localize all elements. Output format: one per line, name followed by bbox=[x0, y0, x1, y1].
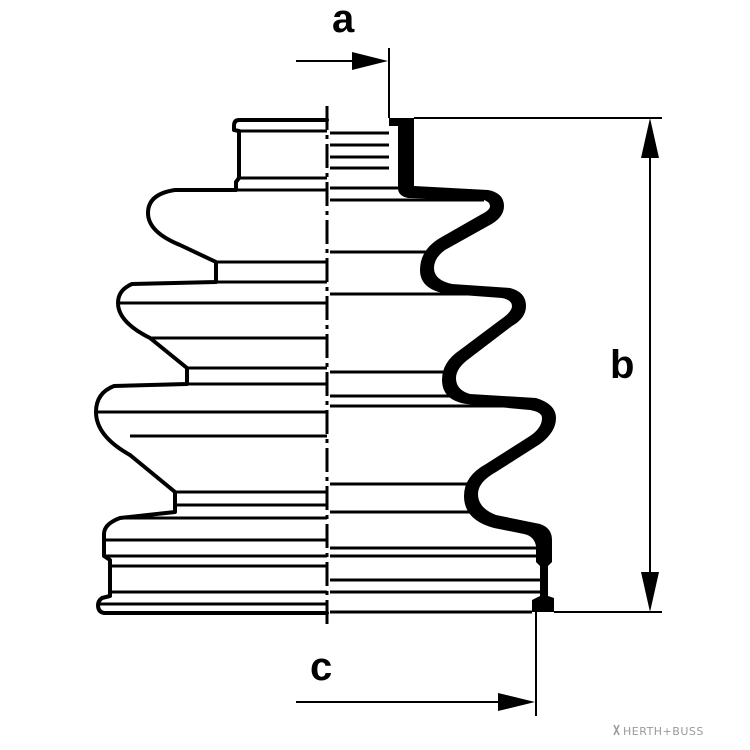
dimension-c: c bbox=[296, 612, 537, 716]
arrow-b-top-icon bbox=[641, 118, 659, 158]
dimension-b-label: b bbox=[610, 343, 634, 387]
dimension-a-label: a bbox=[332, 0, 355, 41]
dimension-b: b bbox=[414, 117, 662, 613]
dimension-a: a bbox=[296, 0, 390, 118]
brand-logo-icon bbox=[613, 724, 620, 736]
boot-right-section bbox=[389, 118, 556, 612]
boot-left-internal-lines bbox=[96, 129, 327, 606]
arrow-b-bottom-icon bbox=[641, 572, 659, 612]
brand-mark: HERTH+BUSS bbox=[613, 724, 704, 738]
boot-right-internal-lines bbox=[330, 131, 540, 614]
brand-name: HERTH+BUSS bbox=[623, 725, 704, 738]
arrow-a-icon bbox=[352, 52, 388, 70]
boot-left-outline bbox=[94, 118, 329, 615]
dimension-c-label: c bbox=[310, 645, 332, 689]
arrow-c-icon bbox=[498, 693, 535, 711]
